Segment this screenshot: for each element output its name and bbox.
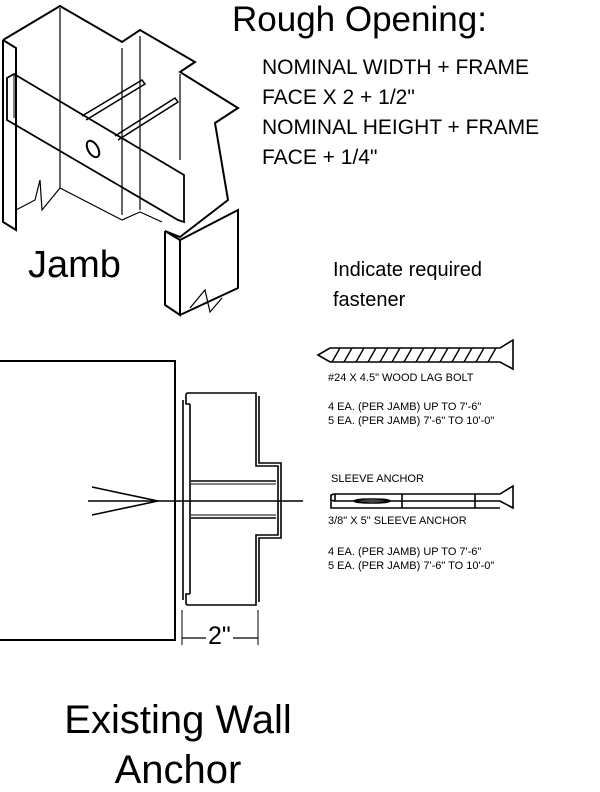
wall-section-drawing	[0, 360, 303, 645]
jamb-label: Jamb	[28, 244, 121, 286]
sleeve-anchor-qty: 5 EA. (PER JAMB) 7'-6" TO 10'-0"	[328, 560, 495, 572]
lag-bolt-icon	[316, 338, 514, 371]
caption-line: Anchor	[114, 748, 242, 792]
sleeve-anchor-label: 3/8" X 5" SLEEVE ANCHOR	[328, 515, 467, 527]
rough-opening-title: Rough Opening:	[232, 0, 487, 39]
lag-bolt-qty: 4 EA. (PER JAMB) UP TO 7'-6"	[328, 401, 482, 413]
lag-bolt-label: #24 X 4.5" WOOD LAG BOLT	[328, 372, 474, 384]
anchor-arrow	[91, 486, 159, 516]
spec-line: FACE X 2 + 1/2"	[262, 86, 415, 109]
spec-line: FACE + 1/4"	[262, 146, 378, 169]
sleeve-anchor-icon	[330, 484, 514, 510]
spec-line: NOMINAL HEIGHT + FRAME	[262, 116, 540, 139]
caption-line: Existing Wall	[64, 698, 292, 742]
instruction-line: fastener	[333, 289, 406, 311]
jamb-isometric-drawing	[2, 4, 240, 317]
spec-line: NOMINAL WIDTH + FRAME	[262, 56, 529, 79]
instruction-line: Indicate required	[333, 259, 482, 281]
dimension-label: 2"	[206, 622, 233, 650]
jamb-section	[182, 392, 282, 606]
lag-bolt-qty: 5 EA. (PER JAMB) 7'-6" TO 10'-0"	[328, 415, 495, 427]
sleeve-anchor-qty: 4 EA. (PER JAMB) UP TO 7'-6"	[328, 546, 482, 558]
sleeve-anchor-name: SLEEVE ANCHOR	[331, 473, 424, 485]
